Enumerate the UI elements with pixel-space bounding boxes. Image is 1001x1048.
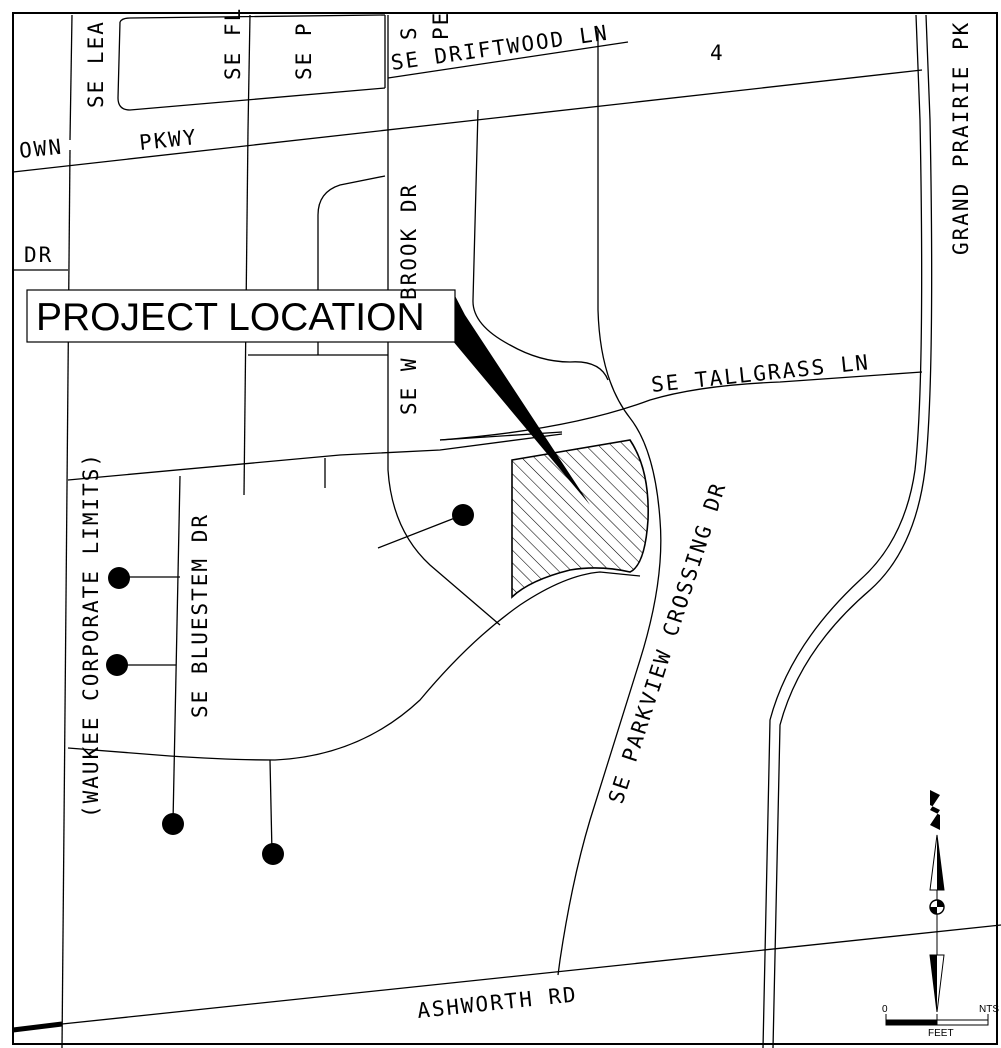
- well-marker: [452, 504, 474, 526]
- section-number: 4: [710, 41, 725, 65]
- scale-units: FEET: [928, 1028, 954, 1039]
- label-se-p: SE P: [292, 21, 316, 80]
- scale-nts: NTS: [979, 1004, 999, 1015]
- grand-prairie-parkway: [762, 14, 933, 1048]
- label-se-fl: SE FL: [221, 7, 245, 80]
- label-bluestem: SE BLUESTEM DR: [188, 513, 212, 718]
- well-markers: [106, 504, 474, 865]
- label-se-lea: SE LEA: [84, 20, 108, 108]
- map-frame: [12, 12, 998, 1045]
- label-willowbrook-upper: SE W: [397, 356, 421, 415]
- project-parcel: [511, 439, 649, 599]
- label-pkwy: PKWY: [138, 125, 199, 155]
- well-marker: [108, 567, 130, 589]
- north-arrow-icon: [929, 790, 945, 1013]
- well-marker: [162, 813, 184, 835]
- label-own: OWN: [18, 135, 64, 163]
- label-driftwood: SE DRIFTWOOD LN: [389, 21, 610, 75]
- well-marker: [106, 654, 128, 676]
- callout-box: [26, 289, 456, 343]
- label-ashworth: ASHWORTH RD: [416, 982, 579, 1023]
- label-dr: DR: [24, 243, 53, 267]
- callout-label: PROJECT LOCATION: [36, 296, 425, 339]
- label-pe: PE: [429, 11, 453, 40]
- label-s-top: S: [397, 25, 421, 40]
- label-grand-prairie: GRAND PRAIRIE PK: [949, 21, 973, 255]
- label-willowbrook-lower: BROOK DR: [397, 183, 421, 300]
- scale-zero: 0: [882, 1004, 888, 1015]
- label-waukee-limits: (WAUKEE CORPORATE LIMITS): [79, 452, 103, 818]
- street-labels: SE LEA SE FL SE P S PE SE DRIFTWOOD LN 4…: [18, 7, 973, 1023]
- road-network: [12, 14, 1001, 1048]
- well-marker: [262, 843, 284, 865]
- scale-bar: 0 NTS FEET: [882, 1004, 999, 1039]
- label-tallgrass: SE TALLGRASS LN: [650, 350, 871, 397]
